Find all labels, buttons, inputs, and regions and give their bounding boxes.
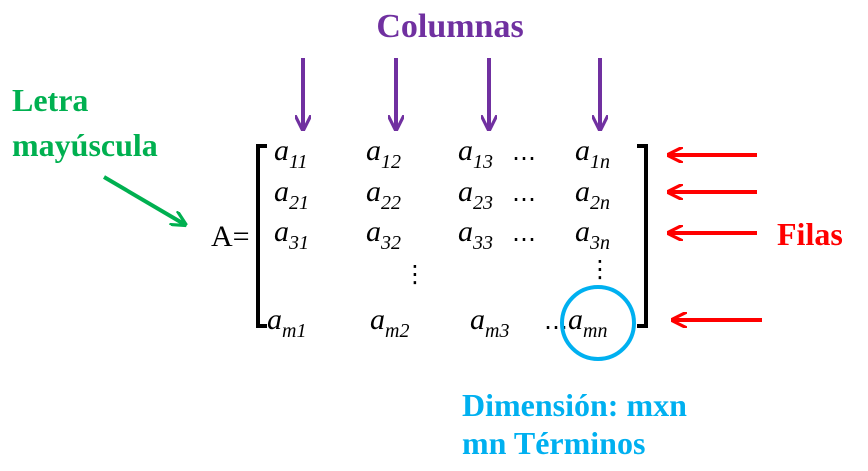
matrix-entry: a12 <box>366 134 401 173</box>
entry-subscript: 22 <box>381 192 401 214</box>
columns-label: Columnas <box>376 8 523 45</box>
matrix-entry: am3 <box>470 303 509 342</box>
matrix-entry: am1 <box>267 303 306 342</box>
matrix-entry: a31 <box>274 215 309 254</box>
entry-base: a <box>458 215 473 248</box>
entry-subscript: 21 <box>289 192 309 214</box>
uppercase-arrow <box>102 175 184 224</box>
entry-subscript: 32 <box>380 232 401 254</box>
entry-base: a <box>470 303 485 336</box>
entry-subscript: 23 <box>473 192 493 214</box>
vdots: ⋮ <box>403 260 427 288</box>
uppercase-label-line1: Letra <box>12 82 88 118</box>
matrix-entry: a2n <box>575 175 610 214</box>
entry-subscript: 31 <box>288 232 309 254</box>
entry-base: a <box>366 215 381 248</box>
ellipsis: … <box>512 219 536 247</box>
rows-label: Filas <box>777 216 843 252</box>
entry-subscript: 1n <box>590 151 610 173</box>
entry-subscript: 13 <box>473 151 493 173</box>
matrix-entry: amn <box>568 303 607 342</box>
entry-subscript: 12 <box>381 151 401 173</box>
entry-base: a <box>274 175 289 208</box>
last-term-highlight <box>560 285 636 361</box>
entry-base: a <box>274 215 289 248</box>
matrix-entry: a1n <box>575 134 610 173</box>
entry-base: a <box>458 175 473 208</box>
matrix-entry: a11 <box>274 134 308 173</box>
left-bracket <box>256 144 267 328</box>
entry-base: a <box>575 215 590 248</box>
entry-subscript: 11 <box>289 151 308 173</box>
entry-base: a <box>370 303 385 336</box>
right-bracket <box>637 144 648 328</box>
entry-base: a <box>575 134 590 167</box>
matrix-entry: a33 <box>458 215 493 254</box>
matrix-entry: a3n <box>575 215 610 254</box>
entry-subscript: 33 <box>472 232 493 254</box>
ellipsis: … <box>512 179 536 207</box>
entry-subscript: m2 <box>385 320 409 342</box>
matrix-entry: am2 <box>370 303 409 342</box>
dimension-label: Dimensión: mxn <box>462 387 687 423</box>
entry-base: a <box>366 175 381 208</box>
row-arrows <box>670 155 762 320</box>
entry-subscript: mn <box>583 320 607 342</box>
entry-base: a <box>568 303 583 336</box>
entry-subscript: 2n <box>590 192 610 214</box>
matrix-entry: a23 <box>458 175 493 214</box>
matrix-entry: a21 <box>274 175 309 214</box>
entry-subscript: m1 <box>282 320 306 342</box>
column-arrows <box>303 58 600 128</box>
uppercase-label-line2: mayúscula <box>12 127 158 163</box>
entry-base: a <box>274 134 289 167</box>
matrix-entry: a22 <box>366 175 401 214</box>
entry-base: a <box>366 134 381 167</box>
matrix-entry: a32 <box>366 215 401 254</box>
entry-base: a <box>267 303 282 336</box>
terms-label: mn Términos <box>462 425 645 461</box>
ellipsis: … <box>512 138 536 166</box>
matrix-entry: a13 <box>458 134 493 173</box>
matrix-name: A= <box>211 220 250 253</box>
entry-subscript: m3 <box>485 320 509 342</box>
entry-subscript: 3n <box>589 232 610 254</box>
entry-base: a <box>575 175 590 208</box>
entry-base: a <box>458 134 473 167</box>
vdots: ⋮ <box>588 255 612 283</box>
